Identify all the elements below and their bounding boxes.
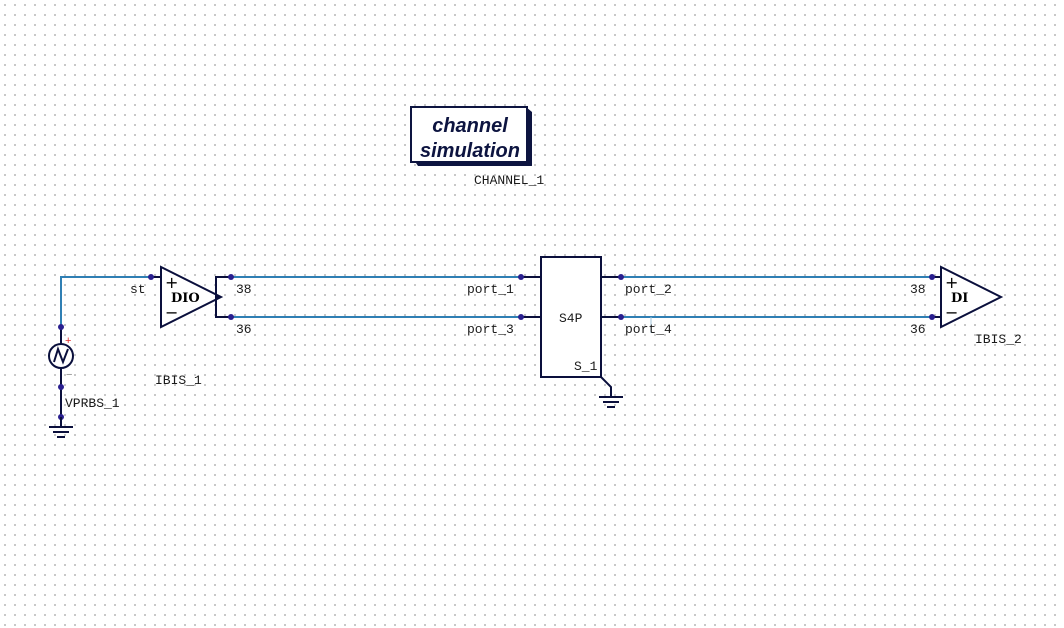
title-block[interactable]: channel simulation (410, 106, 532, 166)
rx-ibis-receiver[interactable]: + − DI (929, 265, 1004, 329)
s4p-block[interactable]: S4P S_1 (518, 256, 624, 408)
tx-pin-38[interactable] (228, 274, 234, 280)
rx-plus-sign: + (945, 273, 958, 292)
tx-ref: IBIS_1 (155, 373, 202, 388)
wires[interactable] (60, 276, 932, 333)
tx-triangle (160, 265, 224, 329)
title-block-ref: CHANNEL_1 (474, 173, 544, 188)
title-line-2: simulation (420, 140, 520, 162)
rx-pin-plus-label: 38 (910, 282, 926, 297)
rx-pin-36[interactable] (929, 314, 935, 320)
tx-output-minus-lead (215, 297, 231, 318)
rx-triangle (940, 265, 1004, 329)
source-minus-mark: − (66, 369, 72, 381)
rx-minus-sign: − (945, 303, 958, 322)
vprbs-source[interactable]: + − (48, 324, 74, 438)
tx-pin-36[interactable] (228, 314, 234, 320)
prbs-waveform-icon (53, 345, 69, 365)
wire-source-to-tx[interactable] (60, 276, 151, 327)
s4p-pin-port-4[interactable] (618, 314, 624, 320)
source-pin-minus[interactable] (58, 384, 64, 390)
s4p-ground-lead (600, 376, 612, 397)
s4p-pin-port-2[interactable] (618, 274, 624, 280)
rx-label: DI (951, 291, 968, 306)
tx-ibis-driver[interactable]: + − DIO (148, 265, 234, 329)
port-4-label: port_4 (625, 322, 672, 337)
title-line-1: channel (432, 115, 508, 137)
source-ref: VPRBS_1 (65, 396, 120, 411)
port-2-label: port_2 (625, 282, 672, 297)
rx-pin-38[interactable] (929, 274, 935, 280)
tx-minus-sign: − (165, 303, 178, 322)
tx-plus-sign: + (165, 273, 178, 292)
rx-pin-minus-label: 36 (910, 322, 926, 337)
s4p-pin-port-1[interactable] (518, 274, 524, 280)
s4p-pin-port-3[interactable] (518, 314, 524, 320)
title-block-frame (410, 106, 528, 163)
tx-label: DIO (171, 291, 200, 306)
port-1-label: port_1 (467, 282, 514, 297)
tx-pin-input[interactable] (148, 274, 154, 280)
tx-output-plus-lead (215, 276, 231, 298)
s4p-body (540, 256, 602, 378)
port-3-label: port_3 (467, 322, 514, 337)
s4p-ref: S_1 (574, 359, 598, 374)
rx-ref: IBIS_2 (975, 332, 1022, 347)
s4p-label: S4P (559, 311, 583, 326)
source-pin-plus[interactable] (58, 324, 64, 330)
tx-input-pin-label: st (130, 282, 146, 297)
tx-pin-plus-label: 38 (236, 282, 252, 297)
source-plus-mark: + (65, 335, 71, 347)
tx-pin-minus-label: 36 (236, 322, 252, 337)
